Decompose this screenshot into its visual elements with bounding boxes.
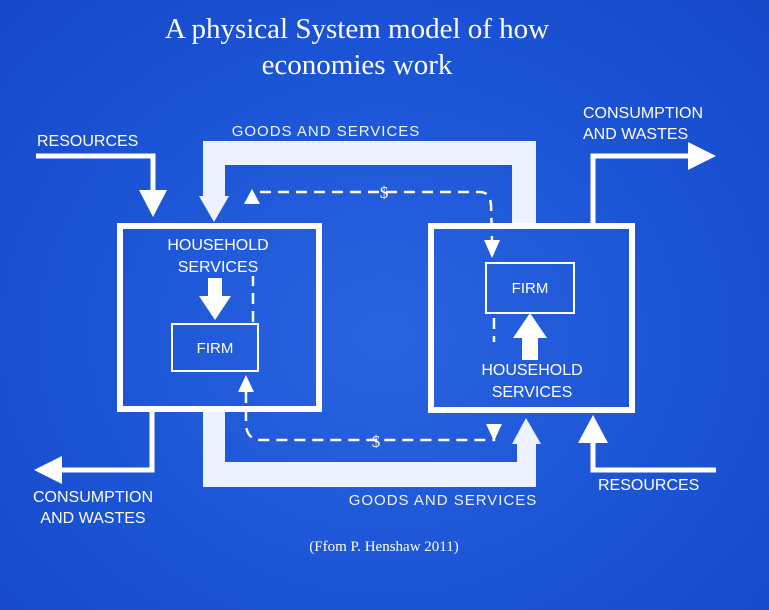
left-household-to-firm-arrowhead bbox=[199, 296, 231, 320]
right-system-box bbox=[428, 223, 635, 413]
money-top-arrowhead-up bbox=[244, 189, 260, 204]
left-firm-label: FIRM bbox=[197, 340, 234, 357]
money-flow-top bbox=[250, 190, 494, 322]
right-firm-label: FIRM bbox=[512, 280, 549, 297]
left-household-label-1: HOUSEHOLD bbox=[167, 237, 268, 254]
title-line-1: A physical System model of how bbox=[165, 13, 549, 45]
resources-right-arrowhead bbox=[578, 415, 608, 443]
goods-arrow-into-right-household bbox=[512, 418, 541, 444]
money-flow-bottom bbox=[244, 318, 496, 442]
consumption-right-label-2: AND WASTES bbox=[583, 126, 688, 143]
goods-services-label-top: GOODS AND SERVICES bbox=[232, 123, 421, 140]
consumption-right-label-1: CONSUMPTION bbox=[583, 105, 703, 122]
right-household-to-firm-shaft bbox=[522, 336, 538, 360]
money-symbol-bottom: $ bbox=[372, 432, 381, 451]
goods-arrow-into-left-household bbox=[199, 196, 229, 222]
consumption-left-label-1: CONSUMPTION bbox=[33, 489, 153, 506]
left-system-box bbox=[117, 223, 322, 412]
left-firm-box bbox=[171, 323, 259, 372]
right-household-label-2: SERVICES bbox=[492, 384, 573, 401]
title-line-2: economies work bbox=[262, 49, 453, 81]
resources-left-arrowhead bbox=[139, 190, 167, 217]
consumption-right-line bbox=[590, 153, 690, 223]
left-household-label-2: SERVICES bbox=[178, 259, 259, 276]
consumption-left-line bbox=[60, 412, 155, 473]
resources-left-label: RESOURCES bbox=[37, 133, 138, 150]
goods-services-loop bbox=[203, 141, 536, 487]
goods-services-label-bottom: GOODS AND SERVICES bbox=[349, 492, 538, 509]
left-household-to-firm-shaft bbox=[208, 278, 222, 298]
right-household-label-1: HOUSEHOLD bbox=[481, 362, 582, 379]
money-top-arrowhead-down bbox=[484, 240, 500, 258]
source-credit: (Ffom P. Henshaw 2011) bbox=[309, 539, 458, 555]
consumption-left-label-2: AND WASTES bbox=[40, 510, 145, 527]
resources-left-line bbox=[36, 153, 156, 192]
consumption-left-arrowhead bbox=[34, 456, 62, 484]
resources-right-label: RESOURCES bbox=[598, 477, 699, 494]
money-symbol-top: $ bbox=[380, 183, 389, 202]
money-bottom-arrowhead-down bbox=[486, 424, 502, 441]
consumption-right-arrowhead bbox=[688, 142, 716, 170]
resources-right-line bbox=[590, 440, 716, 473]
money-bottom-arrowhead-up bbox=[238, 375, 254, 392]
right-household-to-firm-arrowhead bbox=[513, 313, 547, 338]
